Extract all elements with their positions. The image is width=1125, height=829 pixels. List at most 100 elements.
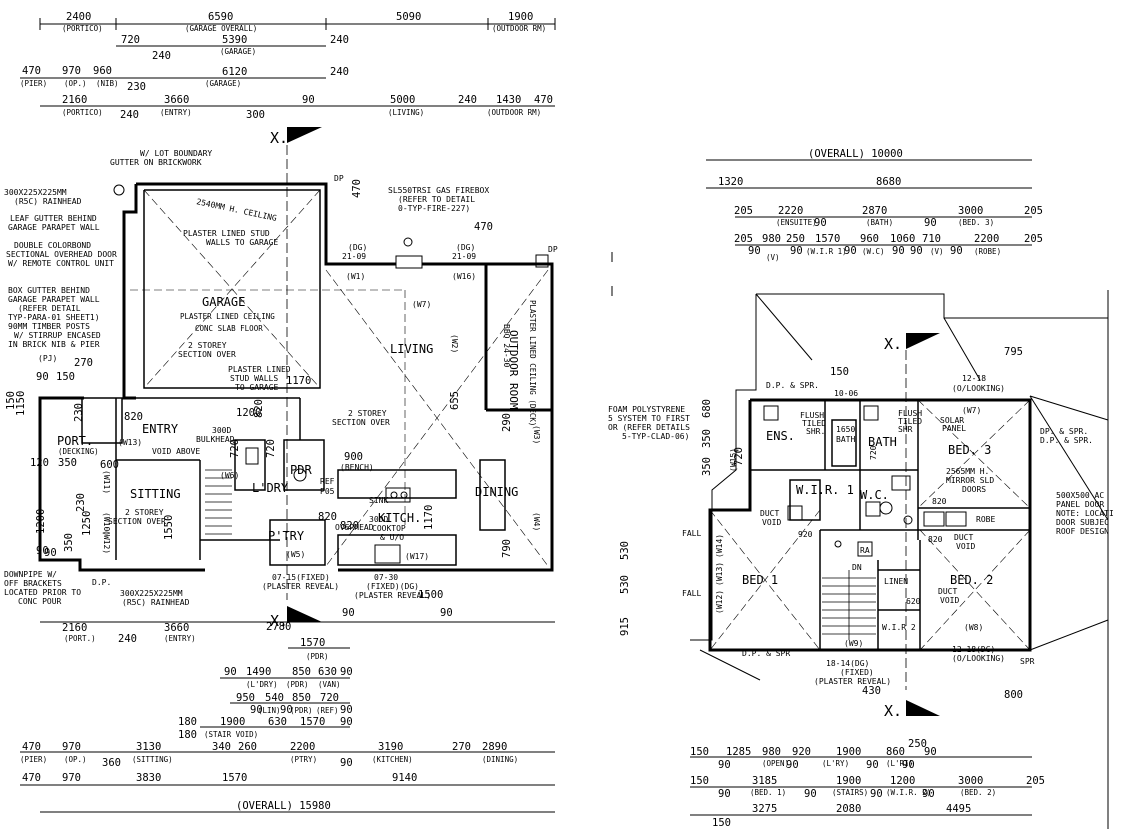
- window-tag: (W4): [532, 512, 541, 531]
- note: ROOF DESIGN: [1056, 527, 1109, 536]
- dim-sub: (SITTING): [132, 755, 173, 764]
- dim-sub: (LIN): [258, 706, 281, 715]
- note: 920: [798, 530, 813, 539]
- dim-text: 1900: [220, 716, 245, 728]
- dim-sub: (L'RY): [822, 759, 849, 768]
- room-label: LINEN: [884, 577, 908, 586]
- note: 2 STOREY: [125, 508, 164, 517]
- dim-text: 300: [246, 109, 265, 121]
- room-label: ENS.: [766, 429, 795, 443]
- dim-text: 6120: [222, 66, 247, 78]
- ground-inner-dims: 470 470 820 1170 655 900 290 1170 1550 7…: [5, 179, 513, 601]
- dim-text: 90: [814, 217, 827, 229]
- dim-text: 2780: [266, 621, 291, 633]
- note: (FIXED)(DG): [366, 582, 419, 591]
- dim-sub: (PDR): [290, 706, 313, 715]
- dim-text: 4495: [946, 803, 971, 815]
- note: W/ STIRRUP ENCASED: [14, 331, 101, 340]
- note: 620: [906, 597, 921, 606]
- room-note: PLASTER LINED CEILING: [180, 312, 275, 321]
- dim-text: 3660: [164, 622, 189, 634]
- dim-text: 540: [265, 692, 284, 704]
- note: 720: [869, 445, 878, 460]
- dim-text: 90: [786, 759, 799, 771]
- note: & U/O: [380, 533, 404, 542]
- dim-sub: (L'DRY): [246, 680, 278, 689]
- room-label: DINING: [475, 485, 518, 499]
- note: SECTIONAL OVERHEAD DOOR: [6, 250, 117, 259]
- dim-text: 90: [870, 788, 883, 800]
- dim-text: 3000: [958, 775, 983, 787]
- inner-dim: 1500: [418, 589, 443, 601]
- note: 300X225X225MM: [120, 589, 183, 598]
- window-tag: (W17): [405, 552, 429, 561]
- note: FALL: [682, 589, 701, 598]
- note: (W14): [715, 534, 724, 558]
- dim-text: 90: [224, 666, 237, 678]
- window-tag: (W2): [450, 334, 459, 353]
- note: GARAGE PARAPET WALL: [8, 295, 100, 304]
- note: GUTTER ON BRICKWORK: [110, 158, 202, 167]
- note: TYP-PARA-01 SHEET1): [8, 313, 100, 322]
- note: GARAGE PARAPET WALL: [8, 223, 100, 232]
- inner-dim: 150: [5, 391, 17, 410]
- dim-sub: (W.C): [862, 247, 885, 256]
- dim-text: 2200: [290, 741, 315, 753]
- dim-sub: (OUTDOOR RM): [487, 108, 541, 117]
- dim-text: (OVERALL) 10000: [808, 148, 903, 160]
- first-floor-plan: X.: [608, 293, 1114, 720]
- dim-text: 9140: [392, 772, 417, 784]
- note: 820: [928, 535, 943, 544]
- note: BATH: [836, 435, 855, 444]
- dim-text: 90: [340, 704, 353, 716]
- dim-text: 3000: [958, 205, 983, 217]
- note: DUCT: [954, 533, 973, 542]
- note: PANEL: [942, 424, 966, 433]
- note: 18-14(DG): [826, 659, 869, 668]
- section-marker: X.: [270, 612, 288, 630]
- first-top-dimensions: (OVERALL) 10000 1320 8680 205 2220 90 28…: [706, 148, 1043, 262]
- dim-sub: (STAIRS): [832, 788, 868, 797]
- inner-dim: 530: [619, 541, 631, 560]
- first-left-notes: FOAM POLYSTYRENE 5 SYSTEM TO FIRST OR (R…: [608, 399, 745, 636]
- dim-text: 2400: [66, 11, 91, 23]
- note: OVERHEAD: [335, 523, 374, 532]
- dim-text: 3275: [752, 803, 777, 815]
- dim-text: 90: [280, 704, 293, 716]
- note: 07-15(FIXED): [272, 573, 330, 582]
- dim-text: 850: [292, 666, 311, 678]
- dim-text: 950: [236, 692, 255, 704]
- dim-sub: (LIVING): [388, 108, 424, 117]
- room-label: LIVING: [390, 342, 433, 356]
- dim-text: 150: [712, 817, 731, 829]
- dim-text: 240: [152, 50, 171, 62]
- room-label: OUTDOOR ROOM: [507, 330, 520, 410]
- note: 795: [1004, 346, 1023, 358]
- dim-sub: (PORT.): [64, 634, 96, 643]
- inner-dim: 1250: [81, 511, 93, 536]
- dim-sub: (VAN): [318, 680, 341, 689]
- inner-dim: 1200: [35, 509, 47, 534]
- edge-marks: [611, 252, 1109, 829]
- dim-text: 270: [452, 741, 471, 753]
- dim-sub: (ENTRY): [160, 108, 192, 117]
- first-bottom-dimensions: 150 1285 980 920 1900 860 250 90 90 (OPE…: [690, 738, 1045, 829]
- dim-text: 90: [718, 759, 731, 771]
- note: 800: [1004, 689, 1023, 701]
- note: FLUSH: [898, 409, 922, 418]
- inner-dim: 915: [619, 617, 631, 636]
- note: SL550TRSI GAS FIREBOX: [388, 186, 489, 195]
- note: (PLASTER REVEAL): [354, 591, 431, 600]
- dim-text: 250: [786, 233, 805, 245]
- note: 150: [830, 366, 849, 378]
- dim-text: 90: [718, 788, 731, 800]
- dim-sub: (PIER): [20, 755, 47, 764]
- dim-sub: (BATH): [866, 218, 893, 227]
- dim-text: 1900: [836, 775, 861, 787]
- dim-text: 3185: [752, 775, 777, 787]
- inner-dim: 90: [36, 371, 49, 383]
- inner-dim: 530: [619, 575, 631, 594]
- room-label: KITCH.: [378, 511, 421, 525]
- inner-dim: 820: [340, 520, 359, 532]
- note: DUCT: [760, 509, 779, 518]
